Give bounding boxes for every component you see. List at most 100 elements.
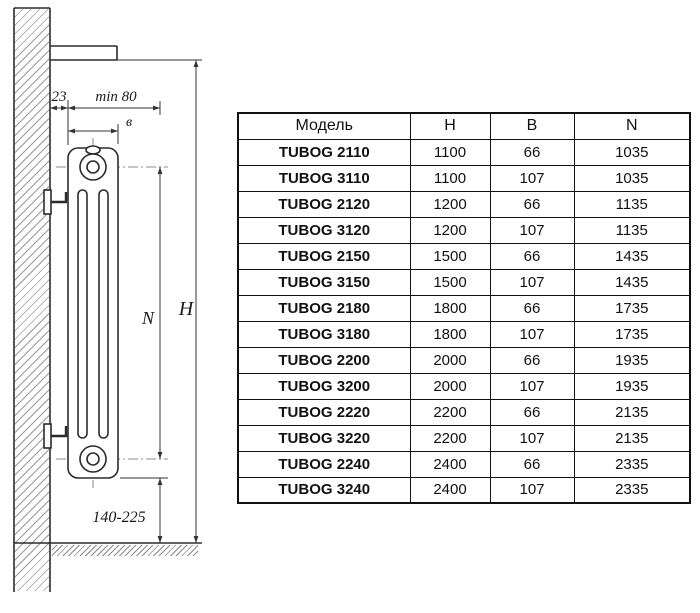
value-cell: 1800	[409, 320, 491, 348]
dimension-23: 23	[50, 89, 68, 111]
top-plug	[79, 153, 107, 181]
value-cell: 66	[489, 450, 575, 478]
value-cell: 1735	[573, 320, 691, 348]
value-cell: 1735	[573, 294, 691, 322]
value-cell: 66	[489, 138, 575, 166]
value-cell: 1035	[573, 164, 691, 192]
value-cell: 2400	[409, 450, 491, 478]
header-model: Модель	[237, 112, 411, 140]
value-cell: 2335	[573, 450, 691, 478]
dimension-h: H	[178, 60, 199, 543]
radiator-section	[67, 145, 119, 479]
model-cell: TUBOG 3150	[237, 268, 411, 296]
model-cell: TUBOG 2110	[237, 138, 411, 166]
header-n: N	[573, 112, 691, 140]
value-cell: 107	[489, 372, 575, 400]
value-cell: 66	[489, 398, 575, 426]
dimension-b: в	[68, 115, 132, 134]
value-cell: 2200	[409, 398, 491, 426]
bottom-plug	[79, 445, 107, 473]
model-cell: TUBOG 2220	[237, 398, 411, 426]
air-vent	[85, 145, 101, 155]
value-cell: 1800	[409, 294, 491, 322]
floor-hatch	[52, 545, 198, 556]
value-cell: 1200	[409, 216, 491, 244]
wall-hatch	[15, 9, 49, 591]
value-cell: 107	[489, 216, 575, 244]
value-cell: 107	[489, 424, 575, 452]
top-plug-inner	[86, 160, 100, 174]
value-cell: 107	[489, 320, 575, 348]
value-cell: 2135	[573, 398, 691, 426]
value-cell: 2335	[573, 476, 691, 504]
value-cell: 66	[489, 294, 575, 322]
value-cell: 1035	[573, 138, 691, 166]
header-b: B	[489, 112, 575, 140]
value-cell: 2000	[409, 346, 491, 374]
model-cell: TUBOG 2120	[237, 190, 411, 218]
mounting-brackets	[43, 189, 68, 449]
model-cell: TUBOG 3110	[237, 164, 411, 192]
value-cell: 66	[489, 190, 575, 218]
dim-h-label: H	[178, 298, 195, 320]
value-cell: 2000	[409, 372, 491, 400]
model-cell: TUBOG 3220	[237, 424, 411, 452]
value-cell: 1100	[409, 138, 491, 166]
value-cell: 1500	[409, 268, 491, 296]
dim-23-label: 23	[52, 89, 67, 105]
technical-drawing: 23 min 80 в N	[0, 0, 235, 613]
dimension-floor-gap: 140-225	[92, 478, 163, 543]
value-cell: 107	[489, 268, 575, 296]
value-cell: 66	[489, 242, 575, 270]
value-cell: 1135	[573, 190, 691, 218]
value-cell: 1935	[573, 372, 691, 400]
dimension-n: N	[141, 167, 163, 459]
value-cell: 1200	[409, 190, 491, 218]
value-cell: 66	[489, 346, 575, 374]
wall-outline	[13, 7, 51, 592]
radiator-diagram: 23 min 80 в N	[13, 7, 202, 592]
model-cell: TUBOG 2200	[237, 346, 411, 374]
bottom-plug-inner	[86, 452, 100, 466]
dimension-min80: min 80	[68, 89, 160, 111]
value-cell: 1500	[409, 242, 491, 270]
model-cell: TUBOG 2180	[237, 294, 411, 322]
value-cell: 107	[489, 476, 575, 504]
model-cell: TUBOG 3120	[237, 216, 411, 244]
value-cell: 2400	[409, 476, 491, 504]
model-cell: TUBOG 3240	[237, 476, 411, 504]
value-cell: 1435	[573, 268, 691, 296]
model-cell: TUBOG 2240	[237, 450, 411, 478]
value-cell: 1100	[409, 164, 491, 192]
model-cell: TUBOG 3180	[237, 320, 411, 348]
dim-min80-label: min 80	[95, 89, 137, 105]
radiator-tube	[77, 189, 88, 439]
sill-outline	[50, 45, 118, 61]
radiator-tube	[98, 189, 109, 439]
value-cell: 1935	[573, 346, 691, 374]
dim-n-label: N	[141, 308, 155, 328]
value-cell: 2135	[573, 424, 691, 452]
table-header-row: Модель H B N	[237, 112, 691, 140]
value-cell: 1135	[573, 216, 691, 244]
dim-floor-label: 140-225	[92, 509, 145, 526]
value-cell: 107	[489, 164, 575, 192]
model-cell: TUBOG 3200	[237, 372, 411, 400]
